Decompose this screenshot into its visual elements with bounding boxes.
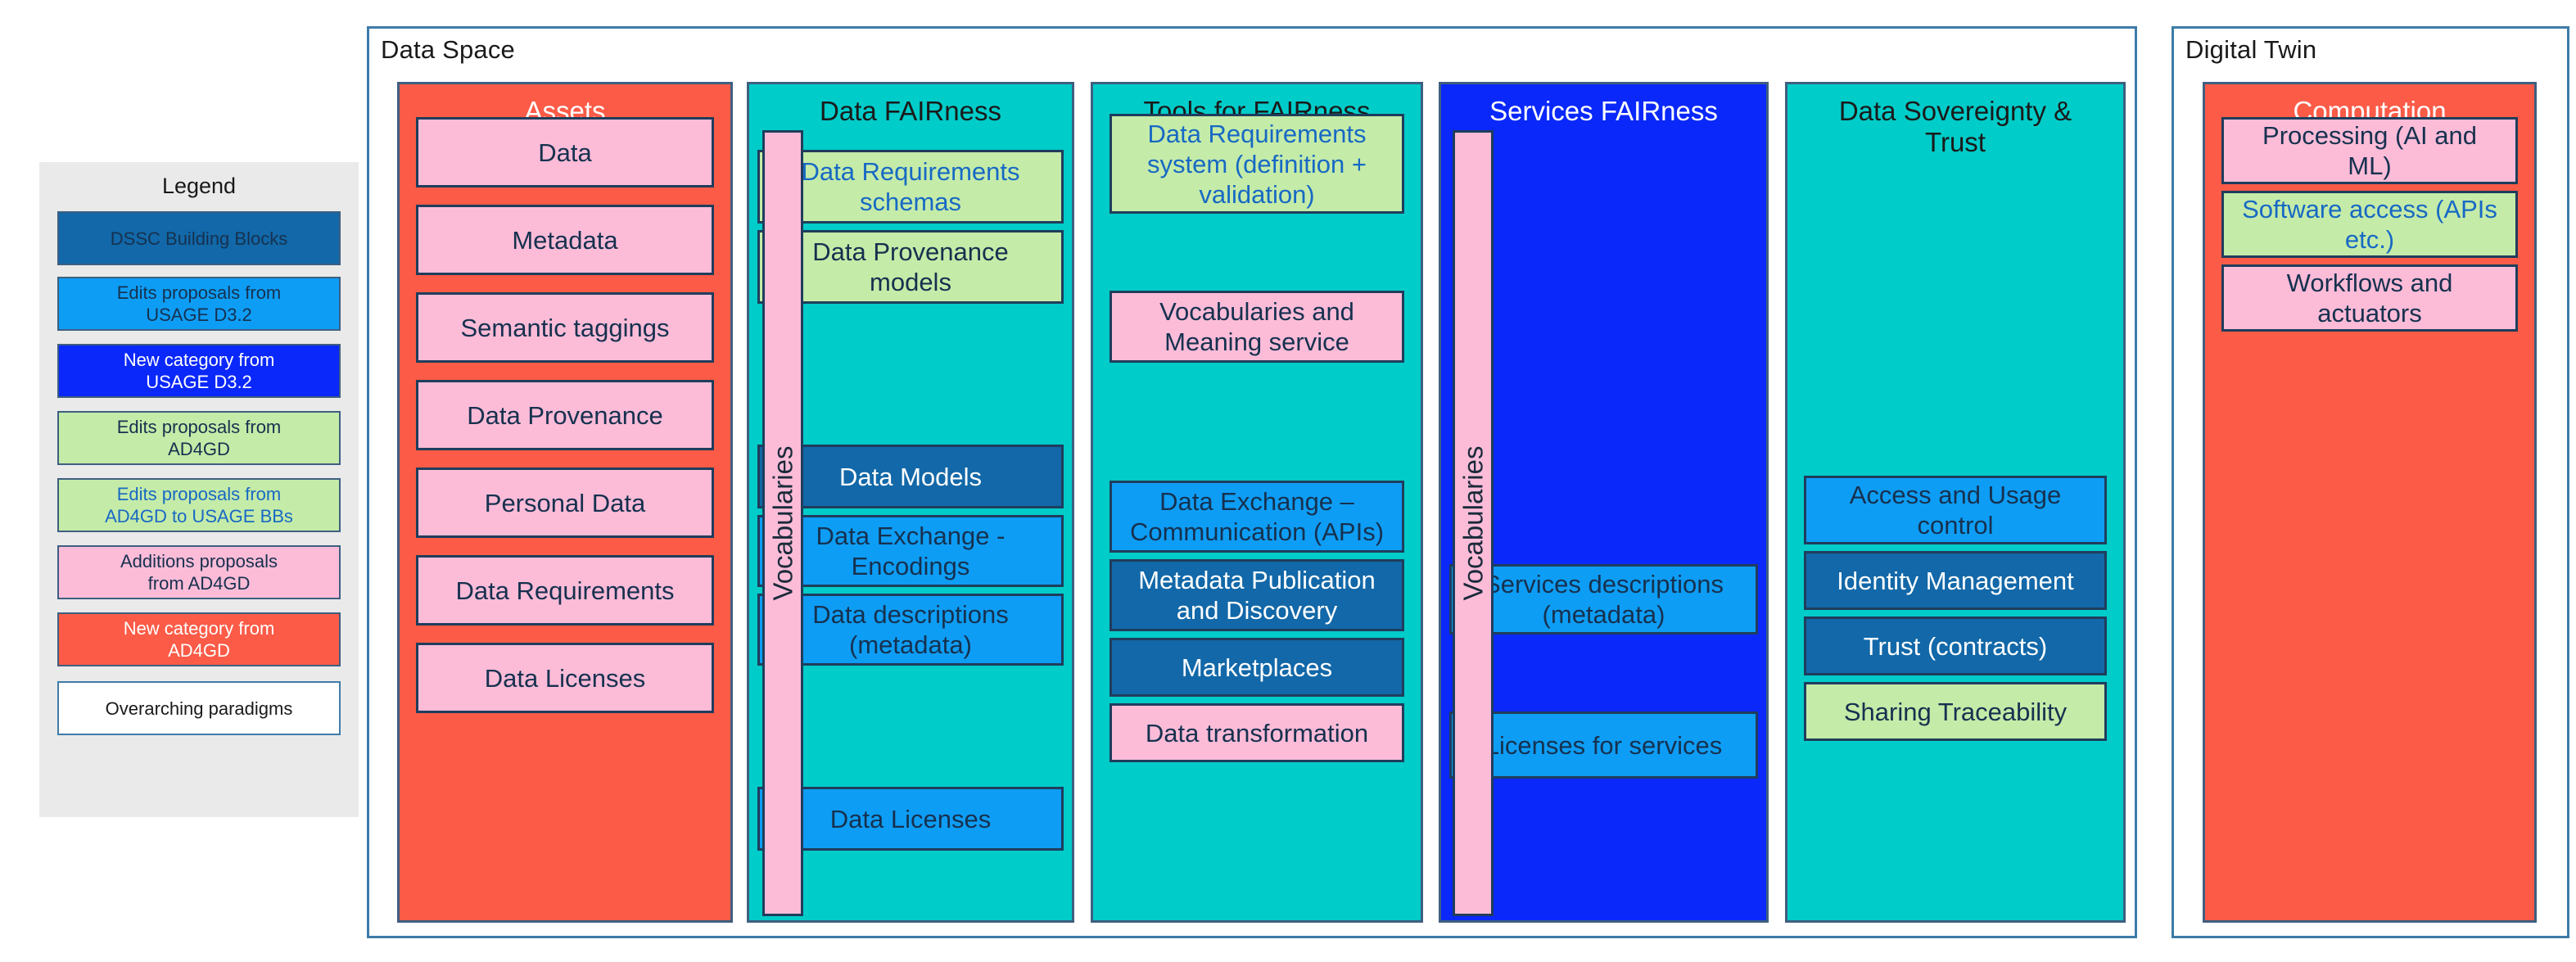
building-block[interactable]: Data Provenance [416,380,714,450]
legend-title: Legend [161,174,237,198]
vocabularies-bar[interactable]: Vocabularies [1453,130,1494,916]
building-block[interactable]: Services descriptions (metadata) [1449,564,1758,635]
column-title: Data Sovereignty & Trust [1838,96,2072,157]
building-block[interactable]: Metadata Publication and Discovery [1109,559,1404,631]
building-block[interactable]: Data Exchange - Encodings [757,515,1064,587]
vocabularies-bar[interactable]: Vocabularies [762,130,803,916]
building-block[interactable]: Metadata [416,205,714,275]
legend-item: Edits proposals from AD4GD to USAGE BBs [57,478,341,532]
legend-item: Edits proposals from USAGE D3.2 [57,277,341,331]
building-block[interactable]: Licenses for services [1449,711,1758,779]
data-space-title: Data Space [381,35,515,64]
building-block[interactable]: Semantic taggings [416,292,714,363]
legend-item: Additions proposals from AD4GD [57,545,341,599]
building-block[interactable]: Data Models [757,445,1064,508]
building-block[interactable]: Data Requirements system (definition + v… [1109,114,1404,214]
digital-twin-title: Digital Twin [2185,35,2317,64]
vocabularies-label: Vocabularies [767,445,798,601]
building-block[interactable]: Data Licenses [416,643,714,713]
column-title: Services FAIRness [1489,96,1718,126]
building-block[interactable]: Data transformation [1109,703,1404,762]
building-block[interactable]: Access and Usage control [1804,476,2107,544]
vocabularies-label: Vocabularies [1457,445,1488,601]
building-block[interactable]: Marketplaces [1109,638,1404,697]
building-block[interactable]: Vocabularies and Meaning service [1109,291,1404,363]
legend-item: DSSC Building Blocks [57,211,341,265]
building-block[interactable]: Trust (contracts) [1804,616,2107,675]
building-block[interactable]: Data [416,117,714,187]
building-block[interactable]: Personal Data [416,467,714,538]
legend-item: Edits proposals from AD4GD [57,411,341,465]
building-block[interactable]: Data Requirements schemas [757,150,1064,224]
building-block[interactable]: Identity Management [1804,551,2107,610]
legend-item: New category from AD4GD [57,612,341,666]
building-block[interactable]: Software access (APIs etc.) [2221,191,2518,258]
building-block[interactable]: Workflows and actuators [2221,264,2518,332]
legend-item: New category from USAGE D3.2 [57,344,341,398]
building-block[interactable]: Data Licenses [757,787,1064,851]
building-block[interactable]: Data Requirements [416,555,714,626]
column-title: Data FAIRness [820,96,1001,126]
building-block[interactable]: Data Exchange – Communication (APIs) [1109,481,1404,553]
building-block[interactable]: Data Provenance models [757,230,1064,304]
building-block[interactable]: Processing (AI and ML) [2221,117,2518,184]
building-block[interactable]: Sharing Traceability [1804,682,2107,741]
legend-item: Overarching paradigms [57,681,341,735]
building-block[interactable]: Data descriptions (metadata) [757,594,1064,666]
